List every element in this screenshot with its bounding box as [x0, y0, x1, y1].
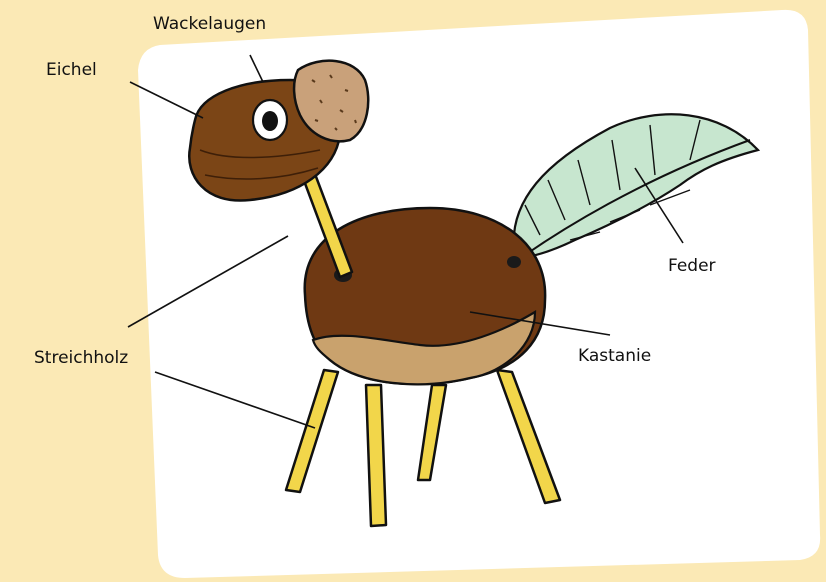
label-streichholz: Streichholz	[34, 348, 128, 368]
label-wackelaugen: Wackelaugen	[153, 14, 266, 34]
label-kastanie: Kastanie	[578, 346, 651, 366]
matchstick-leg-front-middle	[366, 385, 386, 526]
googly-eye-pupil	[262, 111, 278, 131]
label-feder: Feder	[668, 256, 716, 276]
tail-hole	[507, 256, 521, 268]
label-eichel: Eichel	[46, 60, 97, 80]
chestnut-body	[305, 208, 545, 384]
googly-eye	[253, 100, 287, 140]
